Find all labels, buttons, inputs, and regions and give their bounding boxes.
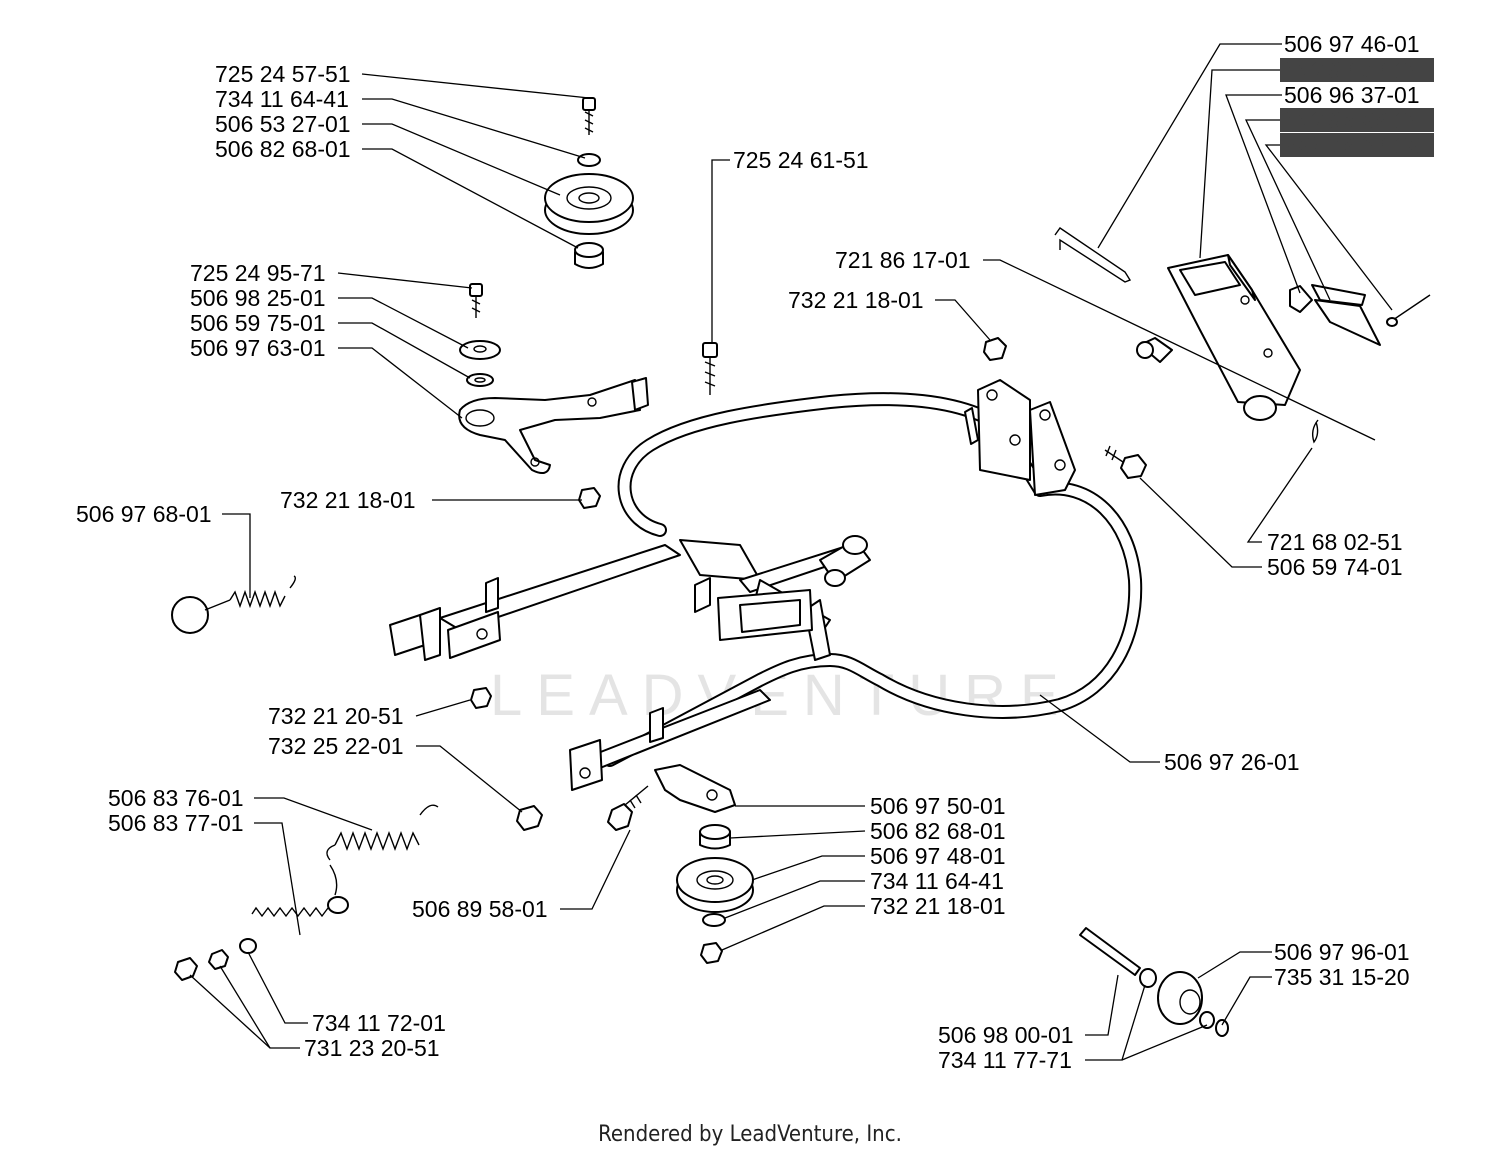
callout-734-11-72-01[interactable]: 734 11 72-01 — [312, 1010, 446, 1036]
long-bolt — [702, 342, 718, 395]
callout-734-11-64-41[interactable]: 734 11 64-41 — [215, 86, 349, 112]
flange-bolt — [607, 785, 649, 831]
callout-506-96-37-01[interactable]: 506 96 37-01 — [1284, 82, 1420, 108]
callout-732-21-18-01-a[interactable]: 732 21 18-01 — [280, 487, 416, 513]
highlight-box-2 — [1280, 108, 1434, 132]
callout-506-82-68-01-b[interactable]: 506 82 68-01 — [870, 818, 1006, 844]
callout-732-25-22-01[interactable]: 732 25 22-01 — [268, 733, 404, 759]
callout-722-78-39-02[interactable]: 722 78 39-02 — [1284, 132, 1420, 158]
spring-left — [171, 575, 297, 634]
callout-506-97-26-01[interactable]: 506 97 26-01 — [1164, 749, 1300, 775]
wheel-assembly — [1079, 927, 1229, 1037]
callout-721-86-17-01[interactable]: 721 86 17-01 — [835, 247, 971, 273]
hex-nuts — [470, 337, 1007, 964]
callout-506-53-27-01[interactable]: 506 53 27-01 — [215, 111, 351, 137]
callout-506-97-63-01[interactable]: 506 97 63-01 — [190, 335, 326, 361]
callout-732-21-18-01-c[interactable]: 732 21 18-01 — [870, 893, 1006, 919]
callout-721-68-02-51[interactable]: 721 68 02-51 — [1267, 529, 1403, 555]
arm-bolt-stack — [459, 283, 501, 387]
callout-506-97-48-01[interactable]: 506 97 48-01 — [870, 843, 1006, 869]
callout-732-21-20-51[interactable]: 732 21 20-51 — [268, 703, 404, 729]
callout-506-97-96-01[interactable]: 506 97 96-01 — [1274, 939, 1410, 965]
callout-labels: 725 24 57-51 734 11 64-41 506 53 27-01 5… — [76, 31, 1434, 1073]
callout-735-31-15-20[interactable]: 735 31 15-20 — [1274, 964, 1410, 990]
callout-506-59-75-01[interactable]: 506 59 75-01 — [190, 310, 326, 336]
callout-734-11-77-71[interactable]: 734 11 77-71 — [938, 1047, 1072, 1073]
callout-506-99-79-01[interactable]: 506 99 79-01 — [1284, 57, 1420, 83]
callout-506-83-77-01[interactable]: 506 83 77-01 — [108, 810, 244, 836]
frame-pivot-plate — [964, 379, 1076, 496]
highlight-box-3 — [1280, 133, 1434, 157]
idler-arm — [458, 377, 649, 475]
spring-lower-left — [174, 804, 439, 981]
callout-725-24-61-51[interactable]: 725 24 61-51 — [733, 147, 869, 173]
bolt-right — [1104, 445, 1147, 479]
callout-506-98-25-01[interactable]: 506 98 25-01 — [190, 285, 326, 311]
callout-506-83-76-01[interactable]: 506 83 76-01 — [108, 785, 244, 811]
highlight-box-1 — [1280, 58, 1434, 82]
upper-pulley-group — [544, 97, 634, 269]
footer-credit: Rendered by LeadVenture, Inc. — [598, 1122, 902, 1147]
callout-506-59-74-01[interactable]: 506 59 74-01 — [1267, 554, 1403, 580]
callout-734-11-64-41-b[interactable]: 734 11 64-41 — [870, 868, 1004, 894]
lower-pulley-group — [654, 764, 754, 927]
callout-506-95-28-01[interactable]: 506 95 28-01 — [1284, 107, 1420, 133]
callout-506-89-58-01[interactable]: 506 89 58-01 — [412, 896, 548, 922]
callout-506-97-68-01[interactable]: 506 97 68-01 — [76, 501, 212, 527]
callout-732-21-18-01-b[interactable]: 732 21 18-01 — [788, 287, 924, 313]
callout-731-23-20-51[interactable]: 731 23 20-51 — [304, 1035, 440, 1061]
callout-506-97-46-01[interactable]: 506 97 46-01 — [1284, 31, 1420, 57]
side-arm-sleeve — [819, 535, 871, 587]
callout-725-24-57-51[interactable]: 725 24 57-51 — [215, 61, 351, 87]
callout-725-24-95-71[interactable]: 725 24 95-71 — [190, 260, 326, 286]
pedal-assembly — [1054, 227, 1431, 444]
frame-tube — [603, 392, 1143, 767]
callout-506-97-50-01[interactable]: 506 97 50-01 — [870, 793, 1006, 819]
leader-lines — [189, 43, 1393, 1061]
frame-brackets — [389, 577, 813, 791]
callout-506-82-68-01[interactable]: 506 82 68-01 — [215, 136, 351, 162]
callout-506-98-00-01[interactable]: 506 98 00-01 — [938, 1022, 1074, 1048]
